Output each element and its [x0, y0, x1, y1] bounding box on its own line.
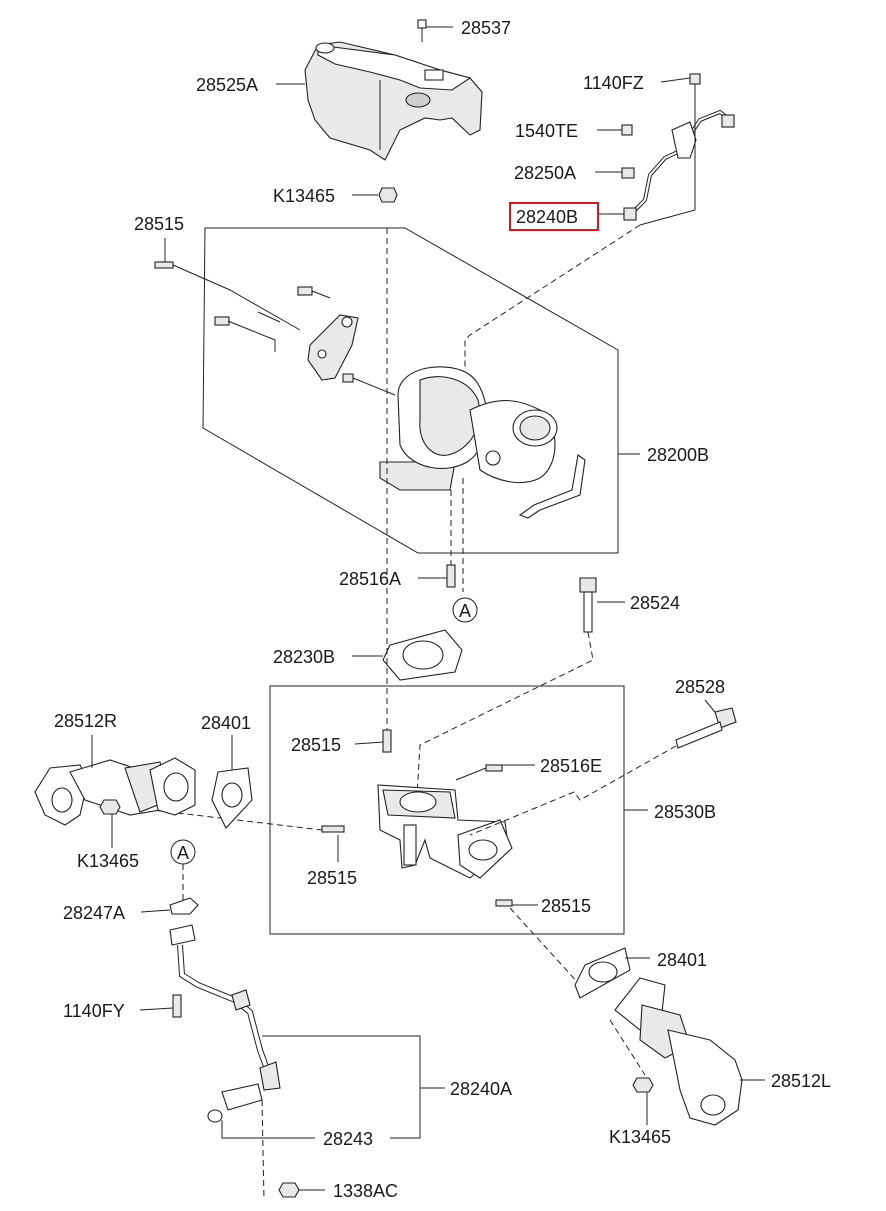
- heat-shield-part: [304, 41, 483, 161]
- label-28401-right: 28401: [657, 950, 707, 970]
- label-k13465-top: K13465: [273, 186, 335, 206]
- callout-a-top-circle: [452, 597, 478, 623]
- nut-k13465-top-part: [378, 187, 398, 203]
- stud-28516a-part: [446, 564, 456, 588]
- label-28401-left: 28401: [201, 713, 251, 733]
- right-elbow-pipe-part: [614, 977, 743, 1126]
- label-28515-mid: 28515: [291, 735, 341, 755]
- label-28515-right: 28515: [541, 896, 591, 916]
- label-k13465-right: K13465: [609, 1127, 671, 1147]
- highlight-box-28240b: [509, 202, 599, 231]
- label-28512l: 28512L: [771, 1071, 831, 1091]
- label-1140fz: 1140FZ: [583, 73, 644, 93]
- gasket-28401-right-part: [574, 947, 631, 999]
- label-28247a: 28247A: [63, 903, 125, 923]
- nut-k13465-right-part: [632, 1077, 654, 1093]
- oil-feed-pipe-part: [621, 73, 735, 221]
- label-28243: 28243: [323, 1129, 373, 1149]
- nut-k13465-left-part: [99, 799, 121, 815]
- label-1540te: 1540TE: [515, 121, 578, 141]
- label-28200b: 28200B: [647, 445, 709, 465]
- gasket-28247a-part: [169, 897, 199, 915]
- label-28516e: 28516E: [540, 756, 602, 776]
- turbocharger-part: [154, 261, 586, 519]
- label-28240b: 28240B: [516, 207, 578, 227]
- label-28524: 28524: [630, 593, 680, 613]
- gasket-28230b-part: [382, 629, 463, 681]
- label-28528: 28528: [675, 677, 725, 697]
- label-28515-top: 28515: [134, 214, 184, 234]
- label-1338ac: 1338AC: [333, 1181, 398, 1201]
- label-28230b: 28230B: [273, 647, 335, 667]
- label-28515-low: 28515: [307, 868, 357, 888]
- label-28530b: 28530B: [654, 802, 716, 822]
- nut-1338ac-part: [278, 1182, 300, 1198]
- label-28537: 28537: [461, 18, 511, 38]
- bolt-28528-part: [675, 707, 737, 749]
- callout-a-top: A: [459, 601, 471, 621]
- label-28525a: 28525A: [196, 75, 258, 95]
- oil-return-pipe-part: [169, 924, 281, 1123]
- callout-a-bottom: A: [177, 843, 189, 863]
- label-1140fy: 1140FY: [63, 1001, 125, 1021]
- label-28512r: 28512R: [54, 711, 117, 731]
- gasket-28401-left-part: [211, 767, 253, 829]
- label-k13465-left: K13465: [77, 851, 139, 871]
- bolt-28524-part: [579, 577, 597, 633]
- label-28250a: 28250A: [514, 163, 576, 183]
- exhaust-manifold-part: [321, 729, 513, 907]
- bolt-28537-part: [417, 19, 427, 42]
- label-28516a: 28516A: [339, 569, 401, 589]
- left-elbow-pipe-part: [34, 757, 196, 826]
- label-28240a: 28240A: [450, 1079, 512, 1099]
- turbo-assembly-outline: [202, 227, 619, 554]
